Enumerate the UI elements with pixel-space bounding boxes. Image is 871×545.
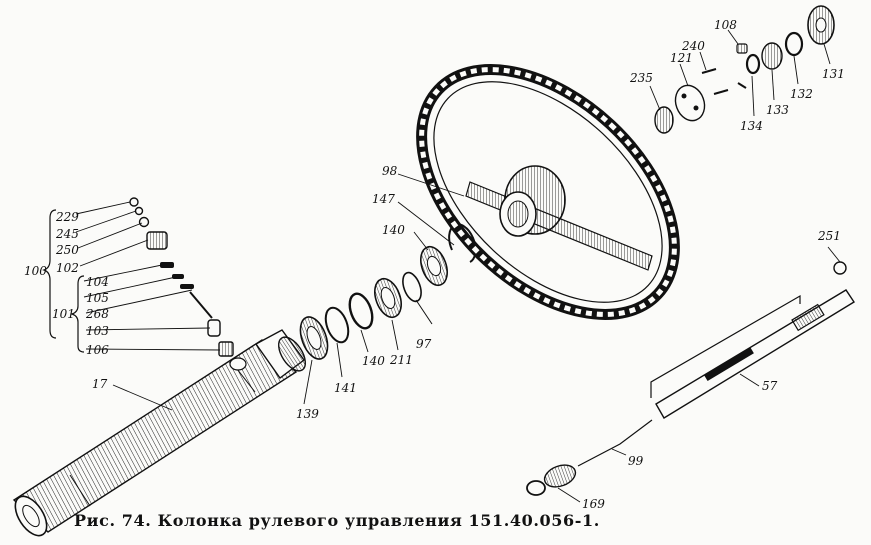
label-140b: 140 — [382, 223, 405, 237]
label-98: 98 — [382, 164, 398, 178]
label-17: 17 — [92, 377, 108, 391]
column-tube — [12, 329, 307, 537]
label-140a: 140 — [362, 354, 385, 368]
label-131: 131 — [822, 67, 845, 81]
label-134: 134 — [740, 119, 763, 133]
label-99: 99 — [628, 454, 644, 468]
label-100: 100 — [24, 264, 47, 278]
label-105: 105 — [86, 291, 109, 305]
label-57: 57 — [762, 379, 778, 393]
label-132: 132 — [790, 87, 813, 101]
label-141: 141 — [334, 381, 357, 395]
label-104: 104 — [86, 275, 109, 289]
bearing-stack — [299, 223, 477, 360]
label-121: 121 — [670, 51, 693, 65]
steering-wheel — [416, 64, 680, 320]
label-102: 102 — [56, 261, 79, 275]
label-169: 169 — [582, 497, 605, 511]
label-101: 101 — [52, 307, 75, 321]
leader-lines — [75, 29, 841, 503]
label-147: 147 — [372, 192, 395, 206]
label-97: 97 — [416, 337, 432, 351]
label-139: 139 — [296, 407, 319, 421]
horn-parts — [654, 5, 835, 134]
label-106: 106 — [86, 343, 109, 357]
label-108: 108 — [714, 18, 737, 32]
label-229: 229 — [55, 210, 79, 224]
label-211: 211 — [389, 353, 413, 367]
figure-caption: Рис. 74. Колонка рулевого управления 151… — [74, 511, 600, 530]
brace-marks — [42, 209, 85, 353]
label-103: 103 — [86, 324, 109, 338]
label-250: 250 — [55, 243, 79, 257]
label-245: 245 — [55, 227, 79, 241]
steering-shaft — [526, 261, 855, 496]
label-268: 268 — [85, 307, 109, 321]
label-235: 235 — [629, 71, 653, 85]
switch-parts — [129, 197, 234, 357]
label-133: 133 — [766, 103, 789, 117]
part-labels: 229 245 250 102 100 104 105 101 268 103 … — [24, 18, 845, 511]
label-240: 240 — [681, 39, 705, 53]
label-251: 251 — [817, 229, 841, 243]
